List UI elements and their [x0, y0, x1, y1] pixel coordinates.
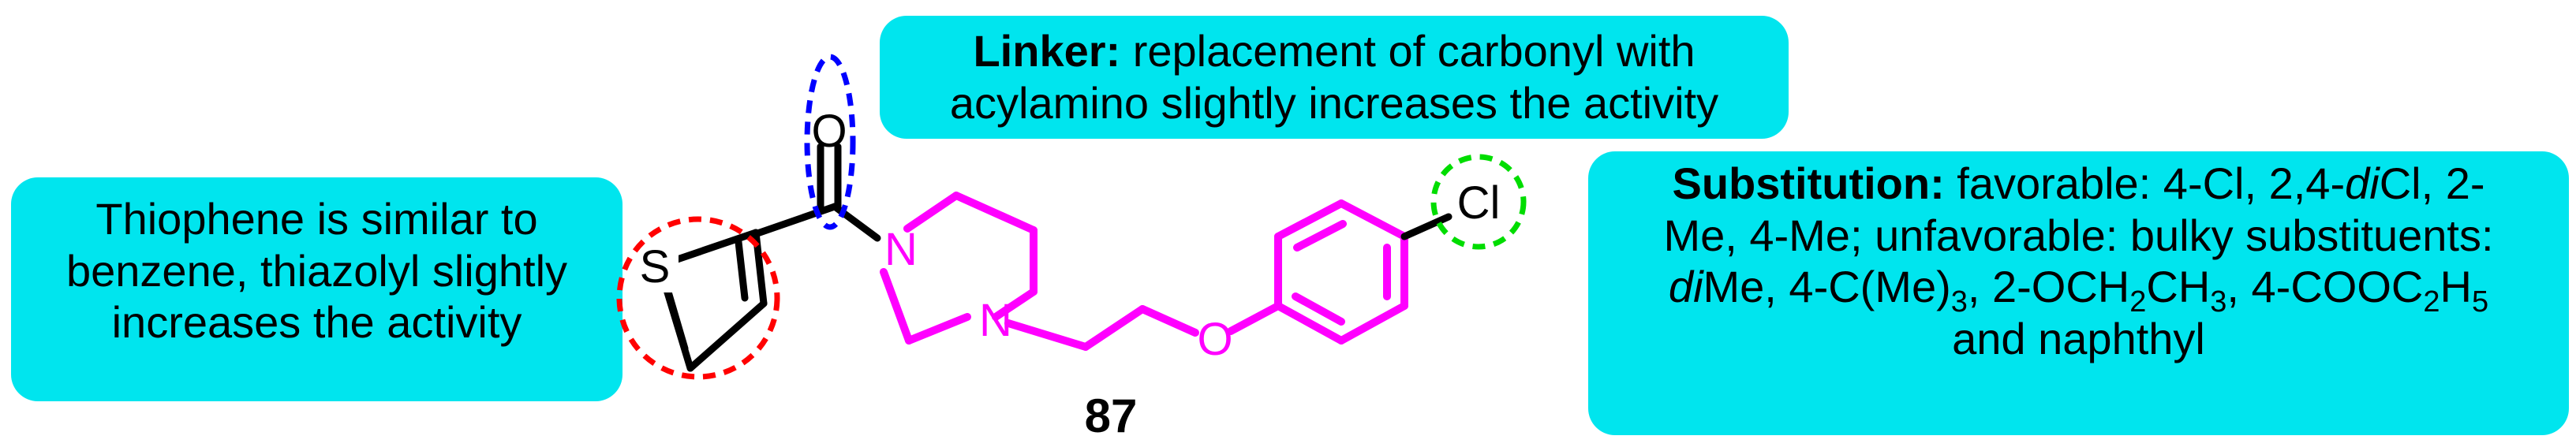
chlorine-highlight-circle: [1430, 154, 1527, 250]
sulfur-atom: S: [640, 241, 671, 292]
benzene-bond-2: [1274, 199, 1345, 240]
bond-c2-c1-double: [662, 280, 689, 352]
thiophene-callout-line-3: increases the activity: [111, 297, 522, 348]
pip-bond-1: [903, 192, 960, 233]
substitution-callout: Substitution: favorable: 4-Cl, 2,4-diCl,…: [1588, 151, 2569, 435]
substitution-line-3-part-c: CH: [2146, 262, 2211, 312]
substitution-line-1-italic: di: [2345, 158, 2380, 208]
carbonyl-highlight-ellipse: [804, 54, 856, 230]
pip-bond-6: [880, 268, 913, 345]
linker-bond-3: [1138, 305, 1199, 337]
benzene-bond-6: [1274, 302, 1345, 345]
bond-ring-to-carbonyl: [753, 203, 839, 237]
substitution-line-1-end: Cl, 2-: [2379, 158, 2485, 208]
benzene-bond-5: [1337, 302, 1408, 345]
bond-c4-c3-double: [735, 238, 749, 302]
ether-oxygen: O: [1197, 314, 1232, 365]
compound-number: 87: [1085, 389, 1138, 442]
linker-callout-line-1: Linker: replacement of carbonyl with: [880, 25, 1789, 77]
linker-bond-1: [1004, 319, 1090, 351]
amine-nitrogen: N: [979, 295, 1012, 346]
thiophene-callout: Thiophene is similar to benzene, thiazol…: [11, 177, 623, 401]
substitution-line-3-part-d: , 4-COOC: [2226, 262, 2424, 312]
substitution-line-3-part-b: , 2-OCH: [1967, 262, 2130, 312]
substitution-line-3-part-e: H: [2440, 262, 2472, 312]
bond-c3-c2: [686, 300, 768, 372]
piperazine-linker-scaffold: [880, 192, 1408, 351]
linker-callout-line-2: acylamino slightly increases the activit…: [949, 77, 1719, 128]
linker-line-1-text: replacement of carbonyl with: [1120, 26, 1696, 76]
linker-heading: Linker:: [973, 26, 1121, 76]
substitution-line-4: and naphthyl: [1952, 313, 2205, 363]
carbonyl-oxygen: O: [811, 106, 847, 157]
benzene-bond-2-double: [1293, 220, 1347, 251]
substitution-line-1-text: favorable: 4-Cl, 2,4-: [1944, 158, 2346, 208]
substitution-line-1: Substitution: favorable: 4-Cl, 2,4-diCl,…: [1588, 158, 2569, 210]
ether-to-ring-bond: [1227, 302, 1282, 335]
benzene-bond-3: [1337, 199, 1408, 240]
subscript-c: 3: [2210, 285, 2227, 319]
subscript-e: 5: [2471, 285, 2489, 319]
amide-nitrogen: N: [884, 224, 918, 275]
benzene-bond-6-double: [1292, 292, 1345, 326]
pip-bond-4: [992, 288, 1038, 321]
subscript-d: 2: [2423, 285, 2440, 319]
subscript-b: 2: [2129, 285, 2147, 319]
substitution-line-3: diMe, 4-C(Me)3, 2-OCH2CH3, 4-COOC2H5: [1588, 261, 2569, 317]
subscript-a: 3: [1950, 285, 1968, 319]
linker-callout: Linker: replacement of carbonyl with acy…: [880, 16, 1789, 139]
linker-bond-2: [1082, 305, 1146, 351]
substitution-heading: Substitution:: [1672, 158, 1945, 208]
pip-bond-5: [905, 313, 971, 345]
pip-bond-2: [952, 192, 1038, 234]
bond-ring-to-cl: [1400, 213, 1453, 240]
thiophene-callout-line-1: Thiophene is similar to: [95, 194, 538, 244]
substitution-line-3-italic: di: [1668, 262, 1703, 312]
chlorine-atom: Cl: [1457, 177, 1501, 229]
thiophene-highlight-circle: [616, 216, 780, 380]
thiophene-ring: [652, 203, 839, 372]
substitution-line-3-part-a: Me, 4-C(Me): [1703, 262, 1951, 312]
substitution-line-2: Me, 4-Me; unfavorable: bulky substituent…: [1663, 210, 2494, 260]
thiophene-callout-line-2: benzene, thiazolyl slightly: [65, 245, 568, 296]
